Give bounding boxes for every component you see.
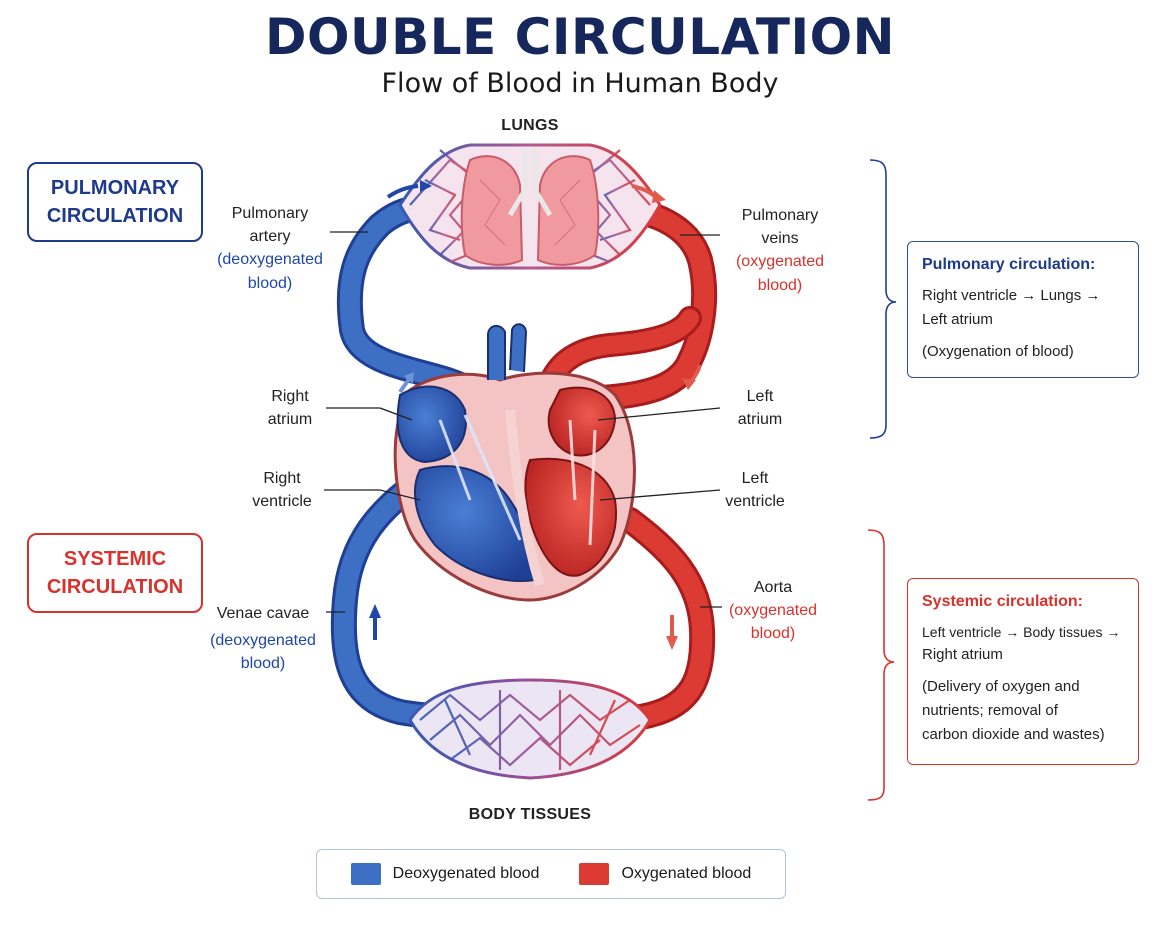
left-atrium-label: Left atrium: [720, 385, 800, 431]
right-ventricle-label: Right ventricle: [232, 467, 332, 513]
deoxygenated-legend-label: Deoxygenated blood: [392, 865, 540, 882]
deoxygenated-swatch: [350, 863, 381, 885]
legend-item-deoxygenated: Deoxygenated blood: [350, 863, 540, 885]
right-atrium-line2: atrium: [267, 411, 313, 429]
pulmonary-info-title: Pulmonary circulation:: [922, 256, 1096, 273]
pulmonary-info-line3: (Oxygenation of blood): [922, 343, 1074, 360]
pulmonary-artery-note2: blood): [247, 274, 293, 292]
pulmonary-artery-line2: artery: [249, 228, 291, 246]
left-atrium-line1: Left: [746, 388, 774, 405]
pulmonary-veins-line1: Pulmonary: [741, 207, 819, 224]
venae-cavae-note1: (deoxygenated: [210, 632, 316, 650]
pulmonary-artery-label: Pulmonary artery (deoxygenated blood): [200, 202, 340, 295]
venae-cavae-line1: Venae cavae: [216, 605, 310, 622]
lung-capillaries: [398, 143, 662, 270]
pulmonary-info-line1: Right ventricle → Lungs →: [922, 287, 1101, 304]
lungs-label: LUNGS: [501, 117, 559, 134]
pulmonary-artery-line1: Pulmonary: [231, 205, 309, 222]
pulmonary-veins-vessel: [587, 197, 718, 411]
aorta-note2: blood): [750, 625, 796, 643]
oxygenated-legend-label: Oxygenated blood: [621, 865, 752, 882]
leader-lines: [324, 231, 722, 613]
oxygenated-swatch: [579, 863, 610, 885]
pulmonary-veins-line2: veins: [761, 230, 799, 248]
systemic-brace: [867, 529, 895, 801]
venae-cavae-label: Venae cavae (deoxygenated blood): [198, 602, 328, 676]
pulmonary-veins-note2: blood): [757, 276, 803, 294]
aorta-note1: (oxygenated: [728, 602, 818, 620]
systemic-tag-line1: SYSTEMIC: [63, 548, 167, 570]
pulmonary-info-line2: Left atrium: [922, 311, 993, 328]
pulmonary-info-box: Pulmonary circulation: Right ventricle →…: [907, 241, 1139, 378]
pulmonary-circulation-tag: PULMONARY CIRCULATION: [27, 162, 203, 242]
systemic-info-line5: carbon dioxide and wastes): [922, 726, 1105, 744]
right-atrium-line1: Right: [271, 388, 309, 405]
flow-arrows: [369, 180, 702, 650]
venae-cavae-note2: blood): [240, 655, 286, 673]
legend: Deoxygenated blood Oxygenated blood: [316, 849, 786, 899]
left-ventricle-line2: ventricle: [725, 493, 785, 511]
page-subtitle: Flow of Blood in Human Body: [381, 68, 779, 99]
aorta-line1: Aorta: [753, 579, 793, 596]
left-ventricle-line1: Left: [741, 470, 769, 487]
pulmonary-veins-label: Pulmonary veins (oxygenated blood): [720, 204, 840, 297]
pulmonary-veins-note1: (oxygenated: [735, 253, 825, 271]
right-atrium-label: Right atrium: [240, 385, 340, 431]
systemic-info-title: Systemic circulation:: [922, 593, 1083, 610]
body-tissues-label: BODY TISSUES: [468, 806, 592, 823]
legend-item-oxygenated: Oxygenated blood: [579, 863, 751, 885]
page-title: DOUBLE CIRCULATION: [265, 8, 895, 66]
pulmonary-brace: [869, 159, 897, 439]
pulmonary-tag-line2: CIRCULATION: [46, 205, 184, 227]
aorta-label: Aorta (oxygenated blood): [718, 576, 828, 646]
systemic-info-line4: nutrients; removal of: [922, 702, 1058, 720]
systemic-info-line2: Right atrium: [922, 646, 1003, 664]
systemic-info-line1: Left ventricle → Body tissues →: [922, 624, 1121, 640]
left-atrium-line2: atrium: [737, 411, 783, 429]
systemic-info-box: Systemic circulation: Left ventricle → B…: [907, 578, 1139, 765]
systemic-info-line3: (Delivery of oxygen and: [922, 678, 1080, 696]
systemic-circulation-tag: SYSTEMIC CIRCULATION: [27, 533, 203, 613]
right-atrium-chamber: [396, 385, 467, 464]
pulmonary-artery-note1: (deoxygenated: [217, 251, 323, 269]
heart: [393, 323, 636, 602]
systemic-tag-line2: CIRCULATION: [46, 576, 184, 598]
left-atrium-chamber: [547, 386, 617, 457]
pulmonary-tag-line1: PULMONARY: [50, 177, 180, 199]
right-ventricle-line1: Right: [263, 470, 301, 487]
left-ventricle-label: Left ventricle: [710, 467, 800, 513]
right-ventricle-line2: ventricle: [252, 493, 312, 511]
body-capillaries: [408, 678, 652, 780]
